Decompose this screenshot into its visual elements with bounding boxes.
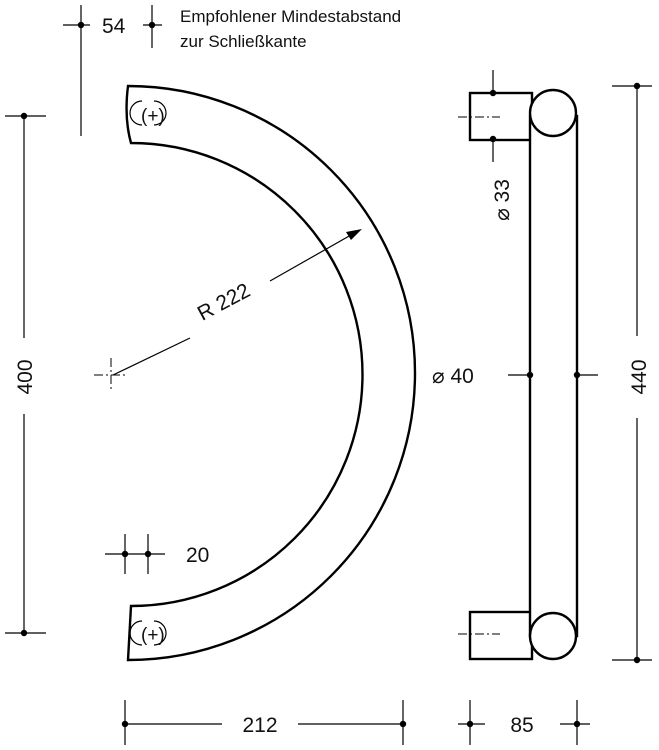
screw-top-label: (+) (141, 106, 165, 127)
rod-offset-label: 20 (186, 544, 209, 567)
length-label: 440 (628, 359, 651, 394)
screw-bottom: (+) (129, 620, 167, 646)
screw-bottom-label: (+) (141, 625, 165, 646)
length-dimension: 440 (612, 82, 652, 664)
rod-diameter-dimension: ⌀ 33 (489, 70, 514, 221)
curved-handle: (+) (+) (125, 84, 417, 662)
grip-bar (528, 114, 579, 638)
grip-diameter-label: ⌀ 40 (432, 365, 474, 388)
radius-label: R 222 (194, 279, 254, 326)
min-distance-label: 54 (102, 15, 126, 38)
depth-label: 85 (510, 714, 533, 737)
height-dimension: 400 (5, 112, 46, 637)
top-end-cap (528, 88, 578, 138)
depth-dimension: 85 (458, 700, 590, 745)
note-line-1: Empfohlener Mindestabstand (180, 7, 401, 26)
bottom-mounting-rod (468, 610, 534, 661)
radius-dimension: R 222 (94, 229, 362, 392)
bottom-end-cap (528, 611, 578, 661)
rod-diameter-label: ⌀ 33 (491, 179, 514, 221)
side-view (458, 88, 579, 661)
rod-offset-dimension: 20 (105, 534, 209, 574)
height-label: 400 (14, 359, 37, 394)
min-distance-dimension: 54 (63, 5, 162, 136)
note-line-2: zur Schließkante (180, 32, 307, 51)
width-label: 212 (242, 714, 277, 737)
grip-diameter-dimension: ⌀ 40 (432, 365, 598, 388)
width-dimension: 212 (121, 700, 407, 745)
handle-arc (125, 84, 417, 662)
screw-top: (+) (129, 100, 167, 127)
